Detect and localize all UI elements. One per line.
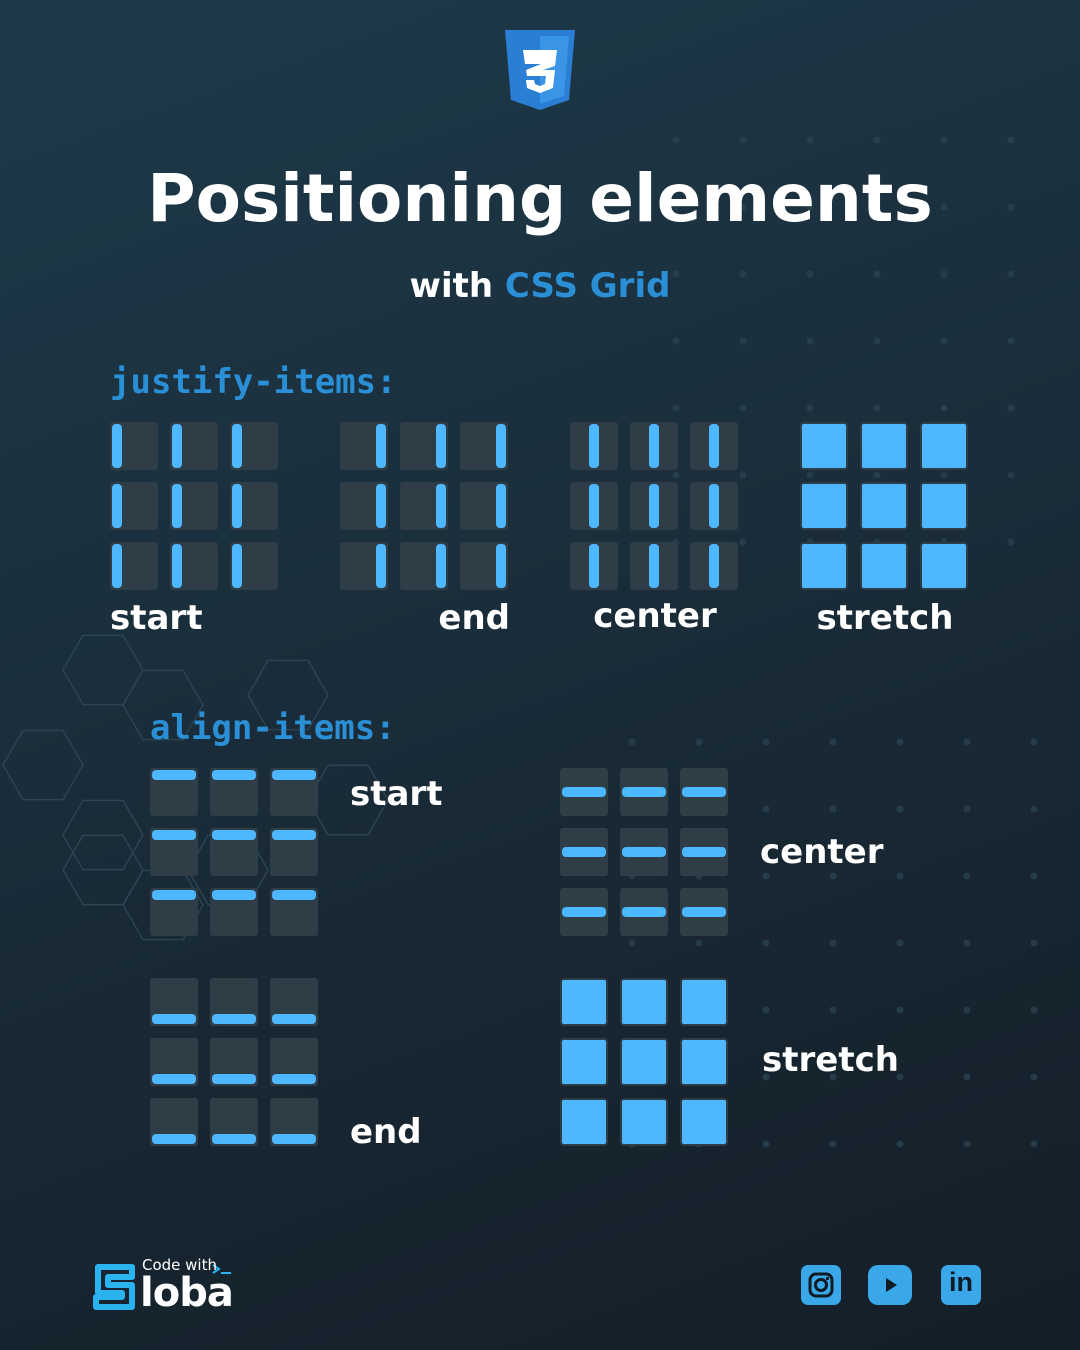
linkedin-icon[interactable]: in [941,1265,981,1305]
brand-name: loba [140,1270,234,1316]
grid-item [212,770,256,780]
grid-item [232,544,242,588]
align-items-end-label: end [350,1112,422,1152]
grid-item [172,544,182,588]
grid-item [376,544,386,588]
grid-item [436,424,446,468]
grid-item [212,1134,256,1144]
justify-items-start-label: start [110,598,203,638]
grid-item [649,544,659,588]
grid-item [622,907,666,917]
grid-item [272,1014,316,1024]
grid-item [649,484,659,528]
grid-item [620,978,668,1026]
instagram-glyph-icon [808,1272,834,1298]
justify-items-stretch-label: stretch [816,598,954,638]
grid-item [212,1014,256,1024]
grid-item [560,1098,608,1146]
grid-item [680,978,728,1026]
grid-item [622,847,666,857]
grid-item [172,424,182,468]
grid-item [272,1134,316,1144]
grid-item [152,830,196,840]
grid-item [496,544,506,588]
justify-items-heading: justify-items: [110,362,397,402]
grid-item [562,847,606,857]
grid-item [622,787,666,797]
grid-item [682,787,726,797]
grid-item [682,907,726,917]
page-title: Positioning elements [147,160,933,237]
grid-item [272,890,316,900]
grid-item [560,978,608,1026]
grid-item [436,544,446,588]
grid-item [589,484,599,528]
grid-item [680,1098,728,1146]
grid-item [709,424,719,468]
grid-item [152,890,196,900]
grid-item [112,544,122,588]
grid-item [212,890,256,900]
align-items-center-label: center [760,832,884,872]
align-items-start-label: start [350,774,443,814]
grid-item [920,422,968,470]
grid-item [860,542,908,590]
grid-item [212,1074,256,1084]
grid-item [800,482,848,530]
grid-item [272,830,316,840]
instagram-icon[interactable] [801,1265,841,1305]
align-items-heading: align-items: [150,708,396,748]
grid-item [232,484,242,528]
grid-item [496,424,506,468]
grid-item [800,422,848,470]
grid-item [620,1038,668,1086]
grid-item [112,484,122,528]
grid-item [709,484,719,528]
grid-item [152,1014,196,1024]
grid-item [920,542,968,590]
justify-items-center-label: center [593,596,717,636]
youtube-icon[interactable] [868,1265,912,1305]
grid-item [212,830,256,840]
justify-items-end-label: end [438,598,510,638]
grid-item [376,424,386,468]
grid-item [152,770,196,780]
grid-item [496,484,506,528]
grid-item [562,787,606,797]
grid-item [709,544,719,588]
grid-item [800,542,848,590]
css3-shield-icon [505,30,575,110]
grid-item [589,544,599,588]
grid-item [112,424,122,468]
grid-item [172,484,182,528]
youtube-glyph-icon [886,1278,897,1292]
grid-item [860,422,908,470]
grid-item [272,770,316,780]
grid-item [272,1074,316,1084]
grid-item [860,482,908,530]
page-subtitle: with CSS Grid [0,266,1080,306]
grid-item [562,907,606,917]
sloba-s-logo-icon [93,1264,231,1310]
linkedin-text: in [949,1267,973,1297]
subtitle-accent: CSS Grid [504,266,671,306]
grid-item [589,424,599,468]
brand-small-text: Code with [142,1256,217,1274]
grid-item [682,847,726,857]
grid-item [232,424,242,468]
grid-item [560,1038,608,1086]
subtitle-prefix: with [409,266,494,306]
grid-item [376,484,386,528]
grid-item [920,482,968,530]
grid-item [152,1074,196,1084]
grid-item [680,1038,728,1086]
grid-item [620,1098,668,1146]
grid-item [436,484,446,528]
grid-item [649,424,659,468]
grid-item [152,1134,196,1144]
align-items-stretch-label: stretch [762,1040,899,1080]
